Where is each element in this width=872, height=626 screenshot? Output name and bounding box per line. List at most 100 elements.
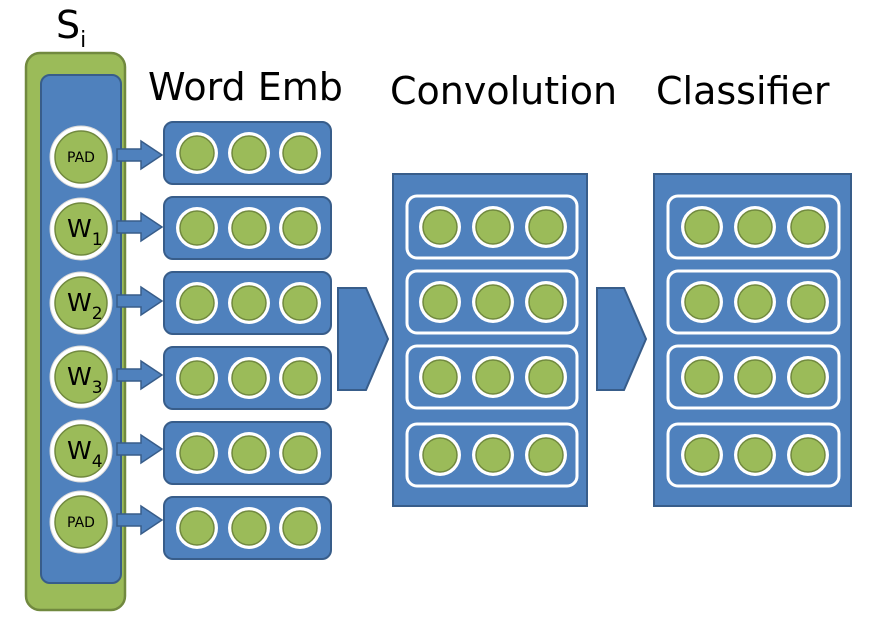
token-arrow-5 [116,433,164,465]
classifier-row [666,344,841,410]
convolution-unit [528,209,564,245]
convolution-block [392,173,588,507]
token-circle [54,350,108,404]
convolution-unit [422,209,458,245]
word-emb-unit [231,435,267,471]
word-emb-unit [282,210,318,246]
token-arrow-3 [116,285,164,317]
token-circle [54,424,108,478]
convolution-title: Convolution [390,69,617,113]
token-arrows [116,139,164,536]
token-2: W1 [49,197,113,261]
word-emb-row [163,271,332,335]
word-emb-unit [231,135,267,171]
classifier-row [666,422,841,488]
token-arrow-4 [116,359,164,391]
token-label: W4 [67,436,103,472]
classifier-unit [790,359,826,395]
word-emb-unit [231,285,267,321]
classifier-unit [737,284,773,320]
classifier-row-box [666,269,841,335]
word-emb-unit [282,510,318,546]
sentence-title: Si [56,3,86,53]
convolution-unit [475,359,511,395]
convolution-row [405,344,579,410]
word-emb-title: Word Emb [148,65,343,109]
classifier-unit [790,284,826,320]
word-emb-unit [179,135,215,171]
convolution-row-box [405,422,579,488]
classifier-unit [737,209,773,245]
convolution-row [405,194,579,260]
convolution-row [405,269,579,335]
convolution-row-box [405,269,579,335]
word-emb-row [163,121,332,185]
classifier-unit [684,359,720,395]
word-emb-row [163,496,332,560]
convolution-unit [528,437,564,473]
emb-to-conv-arrow [337,287,390,391]
classifier-row [666,194,841,260]
token-4: W3 [49,345,113,409]
token-label: W3 [67,362,103,398]
word-emb-unit [282,285,318,321]
classifier-unit [737,359,773,395]
convolution-row [405,422,579,488]
word-emb-unit [179,210,215,246]
conv-to-classifier-arrow [596,287,648,391]
classifier-unit [790,209,826,245]
token-circle [54,202,108,256]
convolution-unit [475,209,511,245]
word-emb-unit [179,285,215,321]
word-emb-row [163,421,332,485]
word-emb-unit [179,435,215,471]
word-emb-unit [179,360,215,396]
convolution-unit [422,437,458,473]
token-1: PAD [49,125,113,189]
convolution-unit [422,284,458,320]
token-arrow-1 [116,139,164,171]
classifier-unit [737,437,773,473]
token-label: W1 [67,214,103,250]
word-emb-unit [282,435,318,471]
word-emb-unit [179,510,215,546]
convolution-unit [422,359,458,395]
classifier-row-box [666,194,841,260]
word-emb-rows [163,121,332,560]
token-arrow-2 [116,211,164,243]
word-emb-unit [231,360,267,396]
token-circle [54,495,108,549]
token-label: W2 [67,288,103,324]
token-6: PAD [49,490,113,554]
token-label: PAD [67,150,95,166]
classifier-block [653,173,852,507]
convolution-unit [528,359,564,395]
token-circle [54,130,108,184]
convolution-unit [475,284,511,320]
word-emb-unit [282,360,318,396]
classifier-unit [684,437,720,473]
convolution-row-box [405,344,579,410]
token-arrow-6 [116,504,164,536]
classifier-title: Classifier [656,69,830,113]
word-emb-row [163,196,332,260]
convolution-rows [405,194,579,488]
classifier-row [666,269,841,335]
convolution-unit [475,437,511,473]
token-circle [54,276,108,330]
classifier-unit [790,437,826,473]
convolution-unit [528,284,564,320]
classifier-row-box [666,344,841,410]
word-emb-unit [282,135,318,171]
classifier-row-box [666,422,841,488]
word-emb-unit [231,210,267,246]
token-label: PAD [67,515,95,531]
token-5: W4 [49,419,113,483]
word-emb-unit [231,510,267,546]
classifier-rows [666,194,841,488]
classifier-unit [684,209,720,245]
classifier-unit [684,284,720,320]
